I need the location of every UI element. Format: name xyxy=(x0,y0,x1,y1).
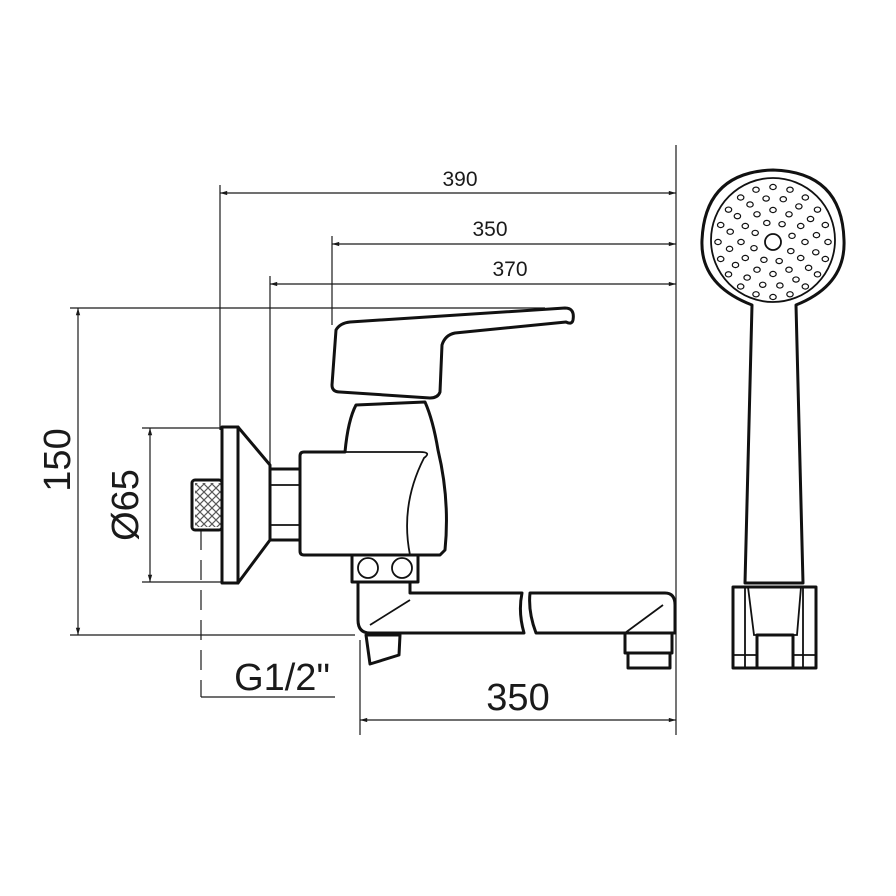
nozzle xyxy=(736,194,745,201)
nozzle xyxy=(751,229,759,237)
nozzle xyxy=(736,283,745,290)
shower-outline xyxy=(700,168,846,585)
nozzle xyxy=(788,232,796,240)
nozzle xyxy=(769,206,777,214)
nozzle xyxy=(741,222,750,230)
nozzle xyxy=(769,293,777,301)
nozzle xyxy=(778,220,786,228)
nozzle xyxy=(806,215,815,223)
nozzle xyxy=(785,266,793,273)
nozzle xyxy=(746,201,754,208)
nozzle xyxy=(796,222,805,230)
dimension-label-370: 370 xyxy=(492,258,527,281)
nozzle xyxy=(731,261,740,269)
nozzle xyxy=(813,271,822,278)
nozzle xyxy=(786,186,794,193)
nozzle xyxy=(824,238,832,246)
nozzle xyxy=(743,274,751,281)
dimension-lines: 390 350 370 150 Ø65 G1/2" 350 xyxy=(37,145,677,735)
nozzle xyxy=(801,238,809,246)
nozzle xyxy=(779,196,788,203)
nozzle xyxy=(785,211,793,218)
nozzle xyxy=(811,249,820,256)
nozzle xyxy=(762,195,770,202)
nozzle xyxy=(812,231,821,239)
nozzle xyxy=(724,271,733,278)
nozzle xyxy=(752,291,760,298)
nozzle xyxy=(821,221,830,229)
nozzle xyxy=(763,219,771,227)
dimension-label-390: 390 xyxy=(442,168,477,191)
nozzle xyxy=(725,245,734,253)
nozzle xyxy=(792,276,800,283)
nozzle xyxy=(716,255,725,263)
dimension-label-150: 150 xyxy=(37,428,79,491)
wall-mixer xyxy=(190,306,677,670)
dimension-label-350-top: 350 xyxy=(472,218,507,241)
nozzle xyxy=(801,283,810,290)
nozzle xyxy=(758,281,767,288)
nozzle xyxy=(733,212,742,220)
nozzle xyxy=(769,183,777,191)
nozzle xyxy=(750,244,758,252)
nozzle xyxy=(769,270,777,278)
connector-nut xyxy=(268,467,302,542)
shower-hose xyxy=(755,633,795,670)
nozzle xyxy=(796,254,805,262)
dimension-label-350-bottom: 350 xyxy=(486,677,549,719)
nozzle xyxy=(752,186,760,193)
spray-nozzles xyxy=(714,183,832,301)
nozzle xyxy=(737,238,745,246)
nozzle xyxy=(787,247,795,255)
nozzle xyxy=(821,255,830,263)
dimension-label-diameter-65: Ø65 xyxy=(105,469,147,541)
wall-plate xyxy=(220,425,240,585)
thread-label: G1/2" xyxy=(234,657,330,699)
lever-handle xyxy=(330,306,575,400)
nozzle xyxy=(760,256,768,264)
nozzle xyxy=(775,257,783,265)
nozzle xyxy=(741,254,750,262)
nozzle xyxy=(726,228,735,235)
nozzle xyxy=(795,203,803,210)
nozzle xyxy=(813,206,822,213)
nozzle xyxy=(786,291,794,298)
wall-plate-cone xyxy=(236,425,272,585)
nozzle xyxy=(716,221,725,229)
center-nozzle xyxy=(764,233,782,251)
spout-outlet xyxy=(623,631,674,655)
hand-shower xyxy=(700,168,846,670)
hose-connector xyxy=(364,633,402,666)
nozzle xyxy=(776,282,784,289)
nozzle xyxy=(753,266,761,273)
shower-face xyxy=(710,177,836,303)
nozzle xyxy=(753,211,761,218)
nozzle xyxy=(804,264,813,272)
spout-inner xyxy=(356,580,526,635)
nozzle xyxy=(801,194,810,201)
nozzle xyxy=(714,238,722,246)
nozzle xyxy=(724,206,733,213)
mixer-body xyxy=(298,400,448,557)
